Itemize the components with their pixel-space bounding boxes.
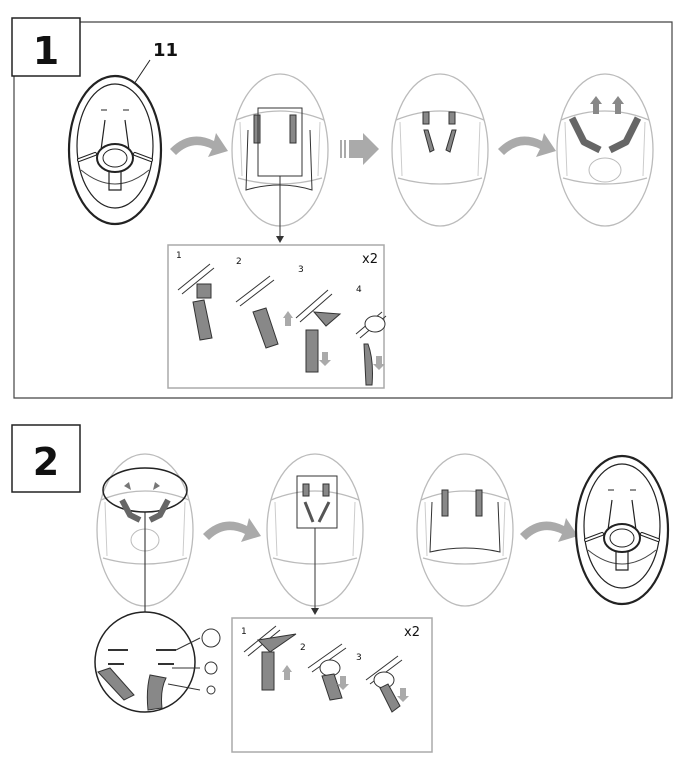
seat-rethread-illustration [266, 453, 364, 607]
substep-4-label: 4 [356, 285, 362, 295]
repeat-x2-label: x2 [362, 252, 378, 267]
substep-1-label: 1 [176, 251, 182, 261]
step-1-frame [13, 21, 673, 399]
seat-straps-threaded-illustration [416, 453, 514, 607]
substep-3-label: 3 [356, 653, 362, 663]
substep-3-label: 3 [298, 265, 304, 275]
straight-arrow-icon [340, 133, 379, 165]
step-2-number-box [11, 424, 81, 493]
seat-cover-illustration [67, 74, 163, 226]
step-1-detail-inset: 1 2 3 4 x2 [167, 244, 387, 389]
part-label-11: 11 [153, 40, 178, 61]
child-size-icons [201, 628, 221, 695]
harness-slot-zoom-circle [94, 611, 201, 713]
curved-arrow-icon [203, 518, 261, 542]
substep-1-label: 1 [241, 627, 247, 637]
step-1-number: 1 [33, 29, 59, 73]
detail-pointer-arrowhead [276, 236, 284, 243]
step-1-number-box [11, 17, 81, 77]
detail-pointer-arrowhead [311, 608, 319, 615]
step-1-section: 1 11 [11, 17, 673, 399]
seat-unthreaded-illustration [391, 73, 489, 227]
step-2-section: 2 [11, 424, 670, 753]
substep-2-label: 2 [236, 257, 242, 267]
curved-arrow-icon [170, 133, 228, 157]
step-2-number: 2 [33, 440, 59, 484]
large-child-head-icon [201, 628, 221, 648]
medium-child-head-icon [204, 661, 218, 675]
curved-arrow-icon [520, 518, 578, 542]
substep-2-label: 2 [300, 643, 306, 653]
step-2-detail-inset: 1 2 3 x2 [231, 617, 433, 753]
curved-arrow-icon [498, 133, 556, 157]
seat-harness-removed-illustration [556, 73, 654, 227]
repeat-x2-label: x2 [404, 625, 420, 640]
small-child-head-icon [206, 685, 216, 695]
seat-cover-refitted-illustration [574, 454, 670, 606]
